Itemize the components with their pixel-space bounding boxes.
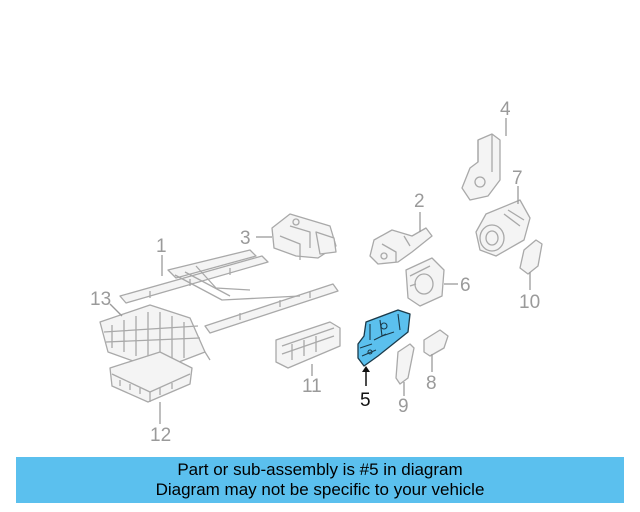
part-2-motor: [369, 227, 433, 265]
part-7-motor: [475, 199, 531, 257]
callout-11: 11: [302, 376, 322, 397]
part-13-seat-pan: [99, 304, 211, 371]
callout-4: 4: [500, 99, 511, 120]
banner-line-part: Part or sub-assembly is #5 in diagram: [177, 460, 463, 479]
callout-2: 2: [414, 191, 425, 212]
info-banner: Part or sub-assembly is #5 in diagram Di…: [16, 457, 624, 503]
part-11-switch-panel: [275, 321, 341, 369]
callout-13: 13: [90, 289, 111, 310]
part-10-knob: [519, 239, 543, 275]
callout-9: 9: [398, 396, 409, 417]
part-1-seat-track: [119, 249, 339, 334]
callout-6: 6: [460, 275, 471, 296]
part-6-switch-housing: [405, 257, 445, 307]
parts-diagram: 1 2 3 4 5 6 7 8 9 10 11 12 13: [90, 99, 543, 446]
part-8-knob: [423, 329, 449, 357]
part-12-module: [109, 351, 193, 403]
callout-1: 1: [156, 236, 167, 257]
part-4-actuator: [461, 133, 501, 201]
callout-12: 12: [150, 425, 171, 446]
part-9-knob: [395, 343, 415, 385]
part-3-motor-bracket: [271, 213, 337, 260]
callout-7: 7: [512, 168, 523, 189]
callout-3: 3: [240, 228, 251, 249]
callout-5: 5: [360, 390, 371, 411]
callout-leaders: [109, 118, 531, 424]
callout-8: 8: [426, 373, 437, 394]
part-5-highlighted-switch[interactable]: [357, 309, 411, 367]
banner-line-disclaimer: Diagram may not be specific to your vehi…: [155, 480, 485, 499]
callout-10: 10: [519, 292, 540, 313]
